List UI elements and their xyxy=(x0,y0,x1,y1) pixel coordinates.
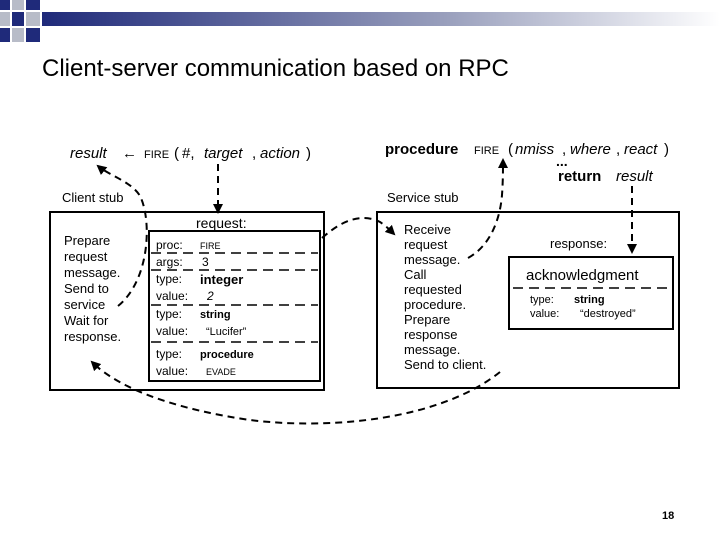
request-row-value: “Lucifer” xyxy=(206,326,247,338)
service-comma: , xyxy=(562,141,566,158)
client-step: request xyxy=(64,249,108,264)
service-step: Send to client. xyxy=(404,357,486,372)
service-stub-box xyxy=(376,211,680,389)
slide-title: Client-server communication based on RPC xyxy=(42,55,509,82)
client-comma: , xyxy=(252,145,256,162)
service-step: Receive xyxy=(404,222,451,237)
client-arrow-label: ← xyxy=(122,145,137,162)
service-react-param: react xyxy=(624,141,658,158)
response-to-client-arrow xyxy=(90,360,501,425)
request-row-value: FIRE xyxy=(200,241,221,251)
service-step: message. xyxy=(404,342,460,357)
service-step: Prepare xyxy=(404,312,450,327)
request-row-value: 3 xyxy=(202,255,209,269)
request-row-value: 2 xyxy=(206,289,214,303)
client-step: Wait for xyxy=(64,313,109,328)
ack-title: acknowledgment xyxy=(526,267,639,284)
client-step: response. xyxy=(64,329,121,344)
client-open-paren: ( xyxy=(174,145,179,162)
request-row-value: EVADE xyxy=(206,367,236,377)
client-step: message. xyxy=(64,265,120,280)
ack-type-label: type: xyxy=(530,294,554,306)
service-fire-label: FIRE xyxy=(474,145,499,157)
response-heading: response: xyxy=(550,236,607,251)
service-step: request xyxy=(404,237,448,252)
service-step: requested xyxy=(404,282,462,297)
service-step: Call xyxy=(404,267,427,282)
service-close-paren: ) xyxy=(664,141,669,158)
service-step: response xyxy=(404,327,457,342)
request-row-value: integer xyxy=(200,272,243,287)
client-stub-box xyxy=(49,211,325,391)
request-row-label: type: xyxy=(156,272,182,286)
client-step: Prepare xyxy=(64,233,110,248)
service-comma: , xyxy=(616,141,620,158)
request-row-label: value: xyxy=(156,289,188,303)
service-return-value: result xyxy=(616,168,654,185)
service-ellipsis: ... xyxy=(556,153,568,169)
client-action-arg: action xyxy=(260,145,300,162)
service-where-param: where xyxy=(570,141,611,158)
acknowledgment-box xyxy=(508,256,674,330)
service-procedure-keyword: procedure xyxy=(385,141,458,158)
client-hash-arg: #, xyxy=(182,145,195,162)
service-return-keyword: return xyxy=(558,168,601,185)
service-to-procedure-arrow xyxy=(467,158,508,259)
page-number: 18 xyxy=(662,510,675,522)
service-step: message. xyxy=(404,252,460,267)
request-row-label: type: xyxy=(156,347,182,361)
service-stub-label: Service stub xyxy=(387,190,459,205)
slide-decoration xyxy=(0,0,720,42)
ack-type-value: string xyxy=(574,294,605,306)
service-open-paren: ( xyxy=(508,141,513,158)
client-result-label: result xyxy=(70,145,108,162)
response-to-result-arrow xyxy=(96,164,148,307)
request-row-value: string xyxy=(200,309,231,321)
request-row-label: type: xyxy=(156,307,182,321)
ack-value-label: value: xyxy=(530,308,559,320)
client-fire-label: FIRE xyxy=(144,149,169,161)
client-stub-label: Client stub xyxy=(62,190,123,205)
service-nmiss-param: nmiss xyxy=(515,141,555,158)
client-step: Send to xyxy=(64,281,109,296)
request-row-value: procedure xyxy=(200,349,254,361)
request-row-label: value: xyxy=(156,324,188,338)
request-to-service-arrow xyxy=(321,217,396,239)
request-row-label: value: xyxy=(156,364,188,378)
request-row-label: proc: xyxy=(156,238,183,252)
client-target-arg: target xyxy=(204,145,243,162)
client-close-paren: ) xyxy=(306,145,311,162)
ack-value-value: “destroyed” xyxy=(580,308,636,320)
request-box xyxy=(148,230,321,382)
request-heading: request: xyxy=(196,215,247,231)
request-row-label: args: xyxy=(156,255,183,269)
service-step: procedure. xyxy=(404,297,466,312)
client-step: service xyxy=(64,297,105,312)
